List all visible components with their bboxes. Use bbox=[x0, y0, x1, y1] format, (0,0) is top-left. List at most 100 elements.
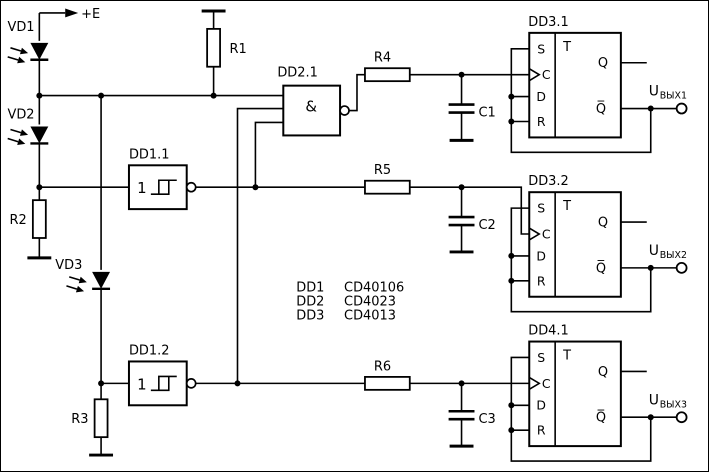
uout3-main: U bbox=[649, 392, 659, 408]
diode-triangle bbox=[92, 271, 111, 289]
output-label-q: Q bbox=[598, 216, 608, 231]
uout2-subscript: ВЫХ2 bbox=[660, 250, 687, 261]
label-dd31: DD3.1 bbox=[528, 15, 569, 30]
gate-body bbox=[127, 360, 188, 407]
label-c2: C2 bbox=[478, 218, 495, 233]
vd3-light-arrows-icon bbox=[64, 272, 89, 296]
power-arrow-icon bbox=[65, 8, 79, 18]
junction-dot bbox=[458, 71, 465, 78]
gate-symbol: 1 bbox=[137, 179, 146, 197]
label-r3: R3 bbox=[71, 412, 88, 427]
resistor-r3-body bbox=[93, 398, 109, 439]
junction-dot bbox=[508, 402, 515, 409]
ff-body bbox=[528, 31, 622, 139]
wire-nand-input3 bbox=[254, 121, 284, 188]
photodiode-vd1 bbox=[5, 42, 49, 67]
hysteresis-icon bbox=[150, 179, 177, 195]
junction-dot bbox=[98, 92, 105, 99]
label-r6: R6 bbox=[374, 359, 391, 374]
clock-edge-icon bbox=[528, 376, 541, 391]
parts-list-ref: DD1 bbox=[296, 281, 324, 296]
pin-label-s: S bbox=[537, 41, 545, 56]
resistor-r5-body bbox=[364, 179, 411, 195]
label-c1: C1 bbox=[478, 106, 495, 121]
junction-dot bbox=[647, 264, 654, 271]
output-terminal-1 bbox=[675, 102, 688, 115]
output-label-q: Q bbox=[598, 365, 608, 380]
label-vd3: VD3 bbox=[55, 258, 82, 273]
wire-nand-input2 bbox=[236, 107, 284, 384]
junction-dot bbox=[36, 184, 43, 191]
capacitor-c1 bbox=[448, 103, 475, 114]
junction-dot bbox=[647, 105, 654, 112]
uout2-main: U bbox=[649, 243, 659, 259]
resistor-r1-body bbox=[206, 27, 221, 68]
resistor-r6-body bbox=[364, 376, 411, 391]
inverter-bubble-icon bbox=[339, 105, 350, 116]
ff-body bbox=[528, 340, 622, 448]
label-r4: R4 bbox=[374, 51, 391, 66]
label-r2: R2 bbox=[9, 213, 26, 228]
label-vd2: VD2 bbox=[7, 107, 34, 122]
parts-list-part: CD4023 bbox=[344, 295, 396, 310]
output-terminal-2 bbox=[675, 261, 688, 274]
label-dd21: DD2.1 bbox=[277, 66, 317, 81]
resistor-r4-body bbox=[364, 67, 411, 83]
parts-list: DD1 CD40106 DD2 CD4023 DD3 CD4013 bbox=[296, 281, 404, 324]
ff-body bbox=[528, 191, 622, 298]
junction-dot bbox=[458, 184, 465, 191]
gate-symbol: 1 bbox=[137, 375, 146, 393]
uout3-subscript: ВЫХ3 bbox=[660, 399, 687, 410]
pin-label-c: C bbox=[542, 376, 551, 391]
label-dd12: DD1.2 bbox=[129, 343, 169, 358]
junction-dot bbox=[98, 380, 105, 387]
flipflop-dd32: S C D R T Q Q̅ bbox=[528, 191, 622, 298]
ff-type-label: T bbox=[562, 40, 571, 55]
output-label-uout1: U ВЫХ1 bbox=[649, 84, 687, 102]
power-rail-label: +E bbox=[81, 7, 100, 22]
pin-label-d: D bbox=[536, 89, 546, 104]
junction-dot bbox=[508, 252, 515, 259]
label-r5: R5 bbox=[374, 163, 391, 178]
uout1-main: U bbox=[649, 84, 659, 100]
inverter-bubble-icon bbox=[185, 378, 197, 389]
output-label-uout2: U ВЫХ2 bbox=[649, 243, 687, 261]
uout1-subscript: ВЫХ1 bbox=[660, 91, 687, 102]
label-r1: R1 bbox=[230, 42, 247, 57]
wire-nand-output bbox=[349, 73, 365, 112]
pin-label-d: D bbox=[536, 248, 546, 263]
parts-list-ref: DD2 bbox=[296, 295, 324, 310]
output-terminal-3 bbox=[675, 411, 688, 424]
pin-label-d: D bbox=[536, 398, 546, 413]
wire-r5-to-ff2 bbox=[409, 186, 530, 235]
resistor-r2-body bbox=[31, 199, 47, 239]
junction-dot bbox=[508, 118, 515, 125]
clock-edge-icon bbox=[528, 68, 541, 82]
ff-type-label: T bbox=[562, 348, 571, 363]
parts-list-part: CD4013 bbox=[344, 309, 396, 324]
and-symbol: & bbox=[305, 98, 317, 116]
pin-label-r: R bbox=[537, 273, 546, 288]
label-vd1: VD1 bbox=[7, 20, 34, 35]
junction-dot bbox=[252, 184, 259, 191]
junction-dot bbox=[508, 93, 515, 100]
label-dd11: DD1.1 bbox=[129, 147, 169, 162]
output-label-qn: Q̅ bbox=[596, 101, 606, 117]
junction-dot bbox=[36, 92, 43, 99]
gate-body bbox=[127, 164, 188, 211]
schmitt-trigger-dd11: 1 bbox=[127, 164, 197, 211]
junction-dot bbox=[234, 380, 241, 387]
output-label-qn: Q̅ bbox=[596, 409, 606, 425]
label-dd32: DD3.2 bbox=[528, 174, 569, 189]
junction-dot bbox=[647, 414, 654, 421]
photodiode-vd2 bbox=[5, 125, 49, 148]
nand-gate-dd21: & bbox=[282, 84, 350, 137]
flipflop-dd31: S C D R T Q Q̅ bbox=[528, 31, 622, 139]
parts-list-part: CD40106 bbox=[344, 281, 404, 296]
diode-triangle bbox=[30, 126, 49, 144]
label-c3: C3 bbox=[478, 412, 495, 427]
capacitor-c3 bbox=[448, 409, 475, 421]
output-label-qn: Q̅ bbox=[596, 260, 606, 276]
